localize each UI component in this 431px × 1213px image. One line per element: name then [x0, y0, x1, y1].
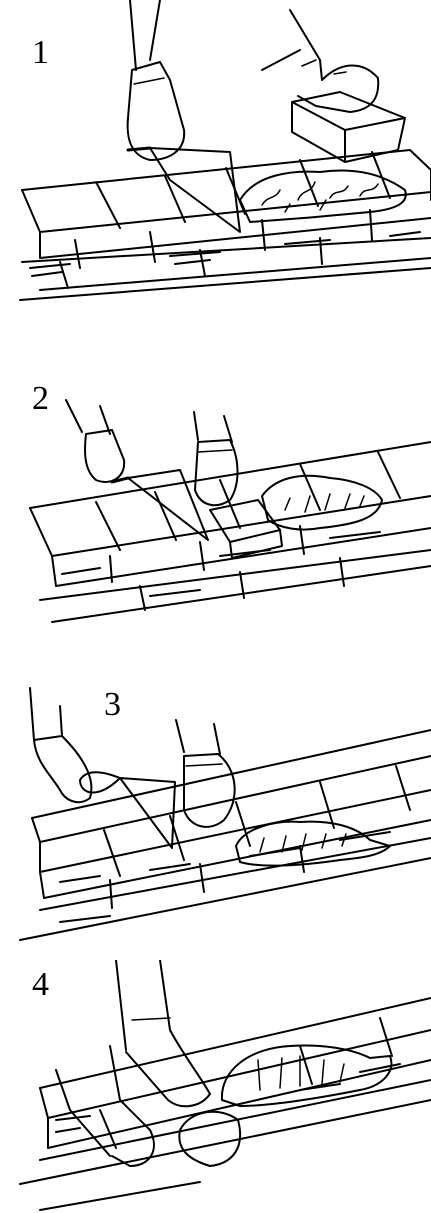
step-3-number: 3 — [104, 688, 121, 722]
cloth — [179, 1112, 240, 1166]
placed-brick — [210, 500, 282, 558]
step-2-number: 2 — [32, 382, 49, 416]
right-glove — [194, 412, 238, 505]
brick-course — [30, 442, 431, 622]
step-2-panel: 2 — [0, 360, 431, 640]
step-3-panel: 3 — [0, 670, 431, 960]
step-4-panel: 4 — [0, 960, 431, 1213]
step-1-panel: 1 — [0, 0, 431, 320]
brick-course — [20, 150, 431, 300]
step-4-illustration — [0, 960, 431, 1213]
left-arm — [56, 1046, 154, 1166]
mortar-bed — [262, 476, 382, 530]
step-4-number: 4 — [32, 968, 49, 1002]
left-glove — [30, 688, 91, 802]
step-3-illustration — [0, 670, 431, 960]
step-1-number: 1 — [32, 36, 49, 70]
brick-course — [20, 998, 431, 1210]
step-1-illustration — [0, 0, 431, 320]
right-glove — [176, 720, 235, 827]
step-2-illustration — [0, 360, 431, 640]
left-glove — [66, 400, 124, 482]
